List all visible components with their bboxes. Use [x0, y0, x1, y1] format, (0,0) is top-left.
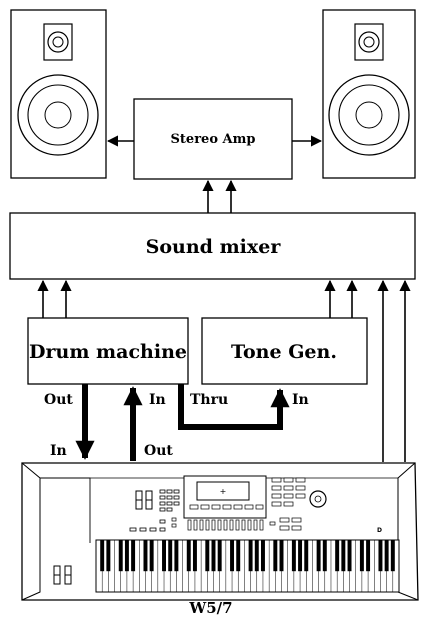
tone-gen-label: Tone Gen. [231, 341, 337, 363]
keyboard-instrument: + D [22, 463, 418, 600]
drum-in-label: In [149, 392, 166, 408]
drum-machine-box: Drum machine [28, 318, 188, 384]
drum-thru-label: Thru [190, 392, 228, 408]
svg-text:D: D [377, 527, 382, 534]
sound-mixer-box: Sound mixer [10, 213, 415, 279]
sound-mixer-label: Sound mixer [146, 236, 282, 258]
keyboard-out-label: Out [144, 443, 173, 459]
keyboard-in-label: In [50, 443, 67, 459]
left-speaker [11, 10, 106, 178]
stereo-amp-label: Stereo Amp [171, 132, 256, 147]
tone-in-label: In [292, 392, 309, 408]
keyboard-model-label: W5/7 [188, 599, 232, 617]
right-speaker [323, 10, 415, 178]
tone-gen-box: Tone Gen. [202, 318, 367, 384]
stereo-amp-box: Stereo Amp [134, 99, 292, 179]
drum-out-label: Out [44, 392, 73, 408]
drum-machine-label: Drum machine [29, 341, 187, 363]
svg-text:+: + [220, 487, 227, 496]
